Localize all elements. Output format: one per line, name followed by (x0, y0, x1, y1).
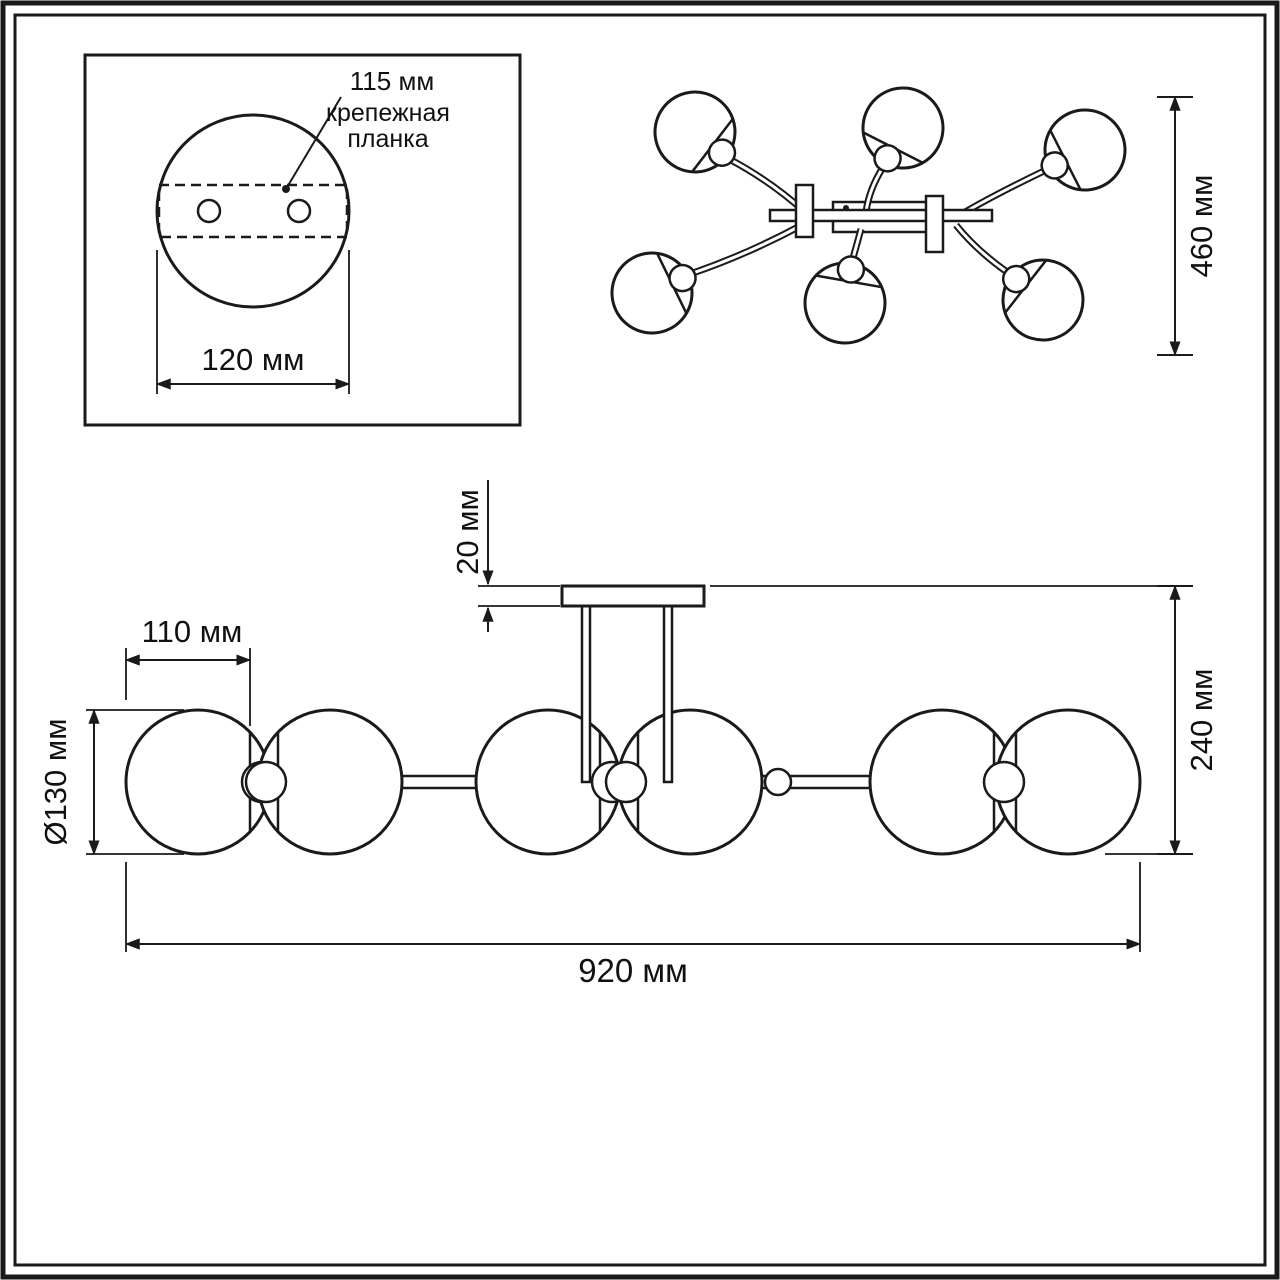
dim-base-width: 120 мм (155, 250, 351, 394)
globe-2 (244, 708, 404, 856)
shade-diameter-label: Ø130 мм (38, 718, 73, 845)
shade-top-right (1040, 108, 1127, 192)
mount-detail-panel: 115 мм крепежная планка 120 мм (83, 53, 522, 427)
dim-total-height: 240 мм (710, 584, 1219, 856)
globe-6 (982, 708, 1142, 856)
base-width-label: 120 мм (202, 342, 305, 377)
dim-total-width: 920 мм (124, 862, 1142, 989)
stem-left (580, 604, 592, 784)
canopy-height-label: 20 мм (450, 489, 485, 575)
side-view: 20 мм 110 мм Ø130 мм 240 мм (38, 480, 1219, 989)
cross-bar-left (794, 183, 815, 239)
top-view-span-label: 460 мм (1184, 175, 1219, 278)
bracket-label-line1: крепежная (326, 99, 450, 127)
dim-top-view-span: 460 мм (1157, 95, 1219, 357)
dim-canopy-height: 20 мм (450, 480, 560, 632)
shade-top-middle (861, 86, 945, 173)
stem-right (662, 604, 674, 784)
mount-hole-left (196, 198, 222, 224)
bracket-label-line2: планка (347, 125, 428, 153)
dim-shade-diameter: Ø130 мм (38, 708, 184, 856)
mount-detail-border (83, 53, 522, 427)
canopy-plate (560, 584, 706, 608)
leader-line (285, 96, 342, 190)
mount-hole-right (286, 198, 312, 224)
mounting-bracket-dashed (157, 183, 349, 239)
shade-width-label: 110 мм (142, 614, 243, 649)
dim-shade-width: 110 мм (124, 614, 252, 726)
shade-bottom-right (1001, 258, 1085, 342)
total-width-label: 920 мм (578, 952, 688, 989)
cross-bar-right (924, 194, 945, 254)
shade-bottom-left (610, 251, 697, 335)
total-height-label: 240 мм (1184, 669, 1219, 772)
ball-joint (763, 767, 793, 797)
center-rod (768, 208, 994, 223)
top-view: 460 мм (610, 86, 1219, 357)
inner-frame (13, 13, 1267, 1267)
shade-bottom-middle (803, 255, 887, 345)
ceiling-base-circle (155, 113, 351, 309)
hole-spacing-label: 115 мм (350, 66, 434, 96)
globe-4 (604, 708, 764, 856)
shade-top-left (653, 90, 737, 174)
